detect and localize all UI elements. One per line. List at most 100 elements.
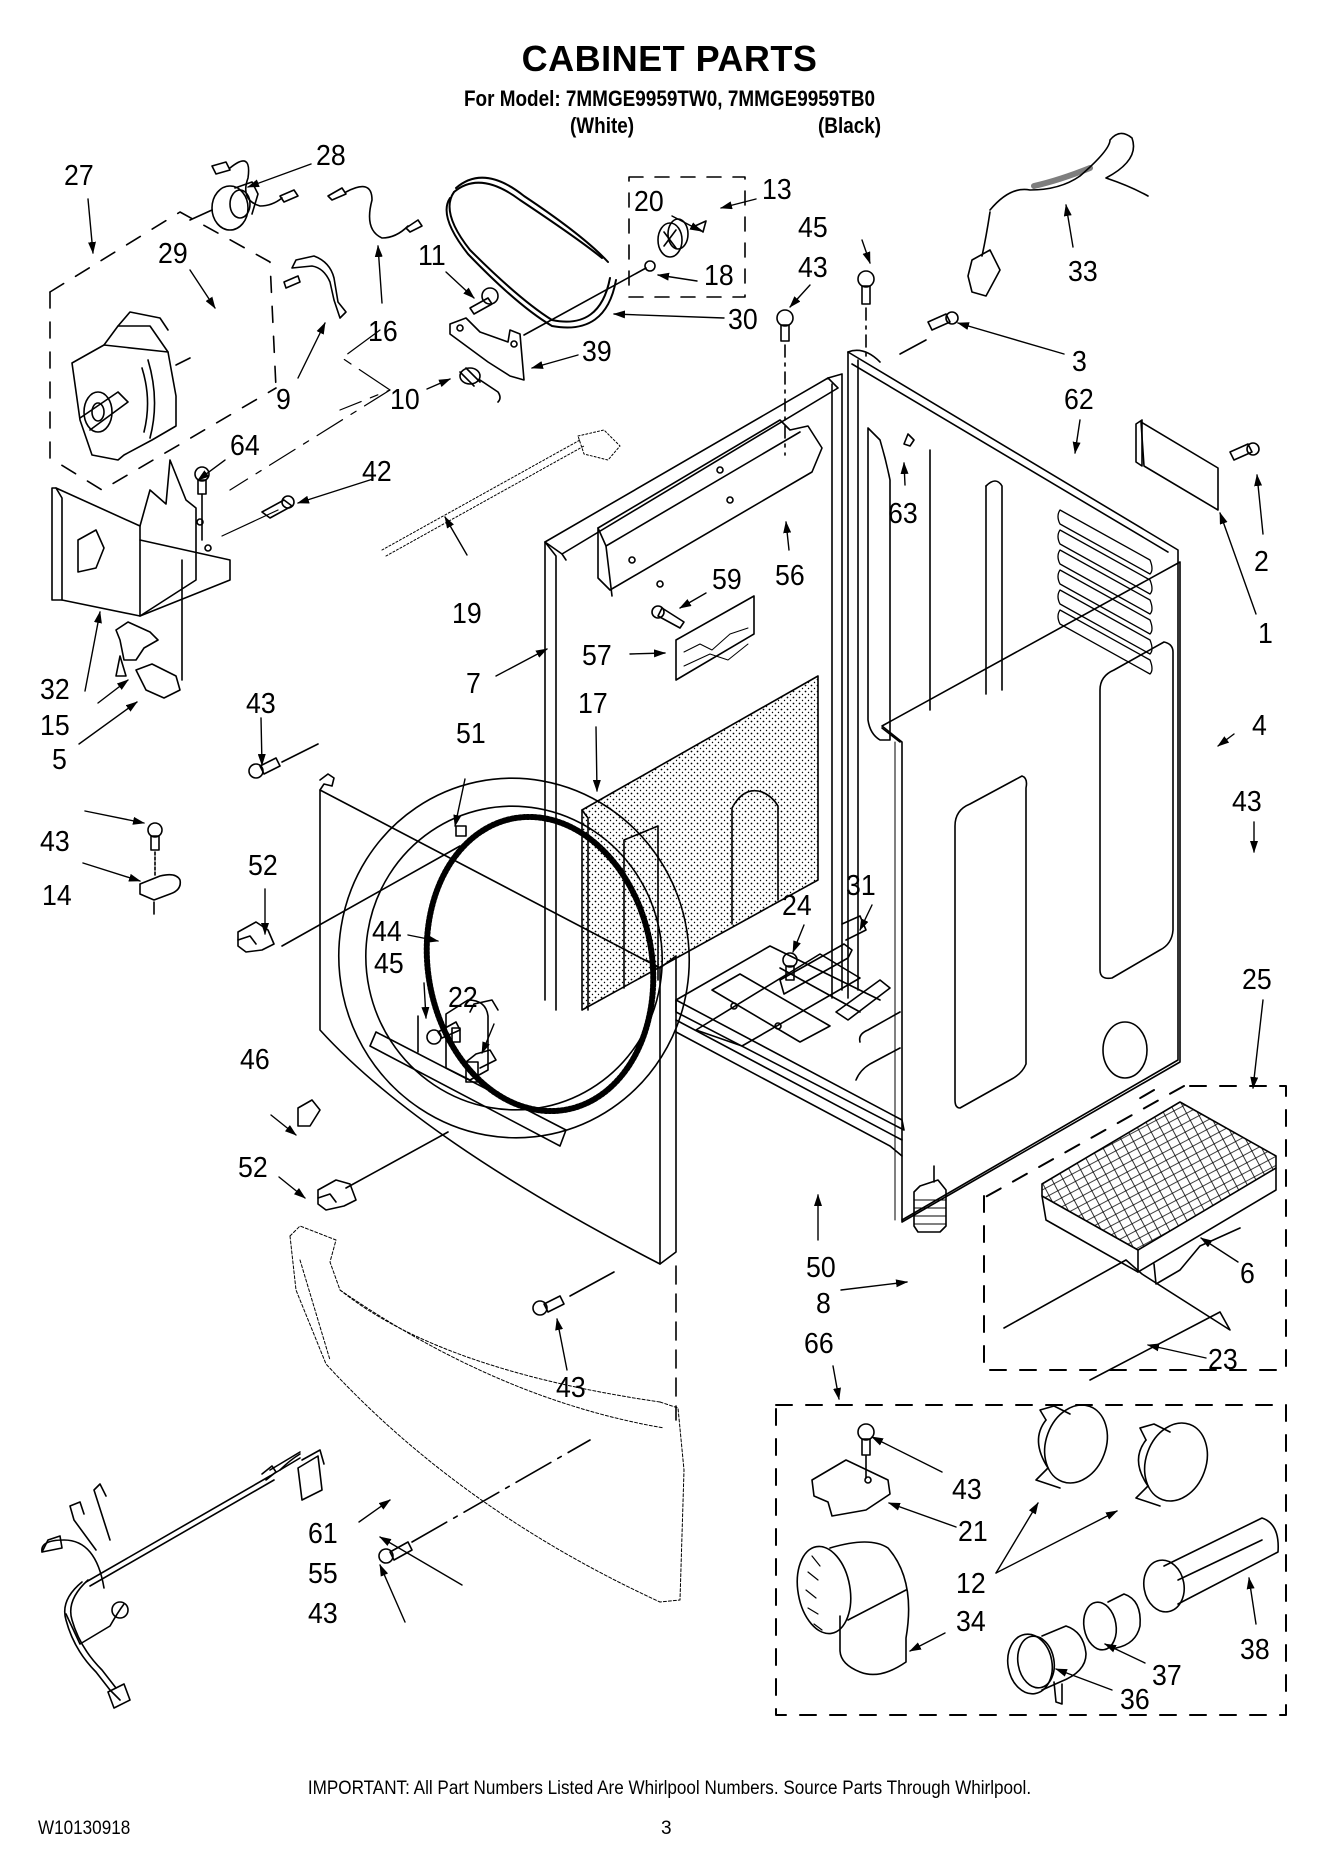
- vent-kit-dashed-box: [776, 1405, 1286, 1715]
- cover-plate-21: [812, 1460, 890, 1516]
- callout-17: 17: [578, 688, 608, 720]
- label-57: [676, 596, 754, 680]
- screw-45-front: [418, 1016, 460, 1052]
- callout-45-front: 45: [374, 948, 404, 980]
- idler-screw-42: [262, 496, 294, 518]
- callout-43-c: 43: [40, 826, 70, 858]
- callout-36: 36: [1120, 1684, 1150, 1716]
- leveling-leg-8: [914, 1166, 946, 1232]
- vent-clamp-36: [1003, 1626, 1086, 1704]
- callout-2: 2: [1254, 546, 1269, 578]
- wire-harness-55: [42, 1450, 324, 1708]
- callout-10: 10: [390, 384, 420, 416]
- cabinet-side-panel: [882, 562, 1180, 1222]
- switch-15: [116, 622, 158, 676]
- callout-39: 39: [582, 336, 612, 368]
- callout-56: 56: [775, 560, 805, 592]
- callout-8: 8: [816, 1288, 831, 1320]
- callout-57: 57: [582, 640, 612, 672]
- elbow-34: [791, 1542, 909, 1674]
- callout-43-b: 43: [1232, 786, 1262, 818]
- callout-4: 4: [1252, 710, 1267, 742]
- callout-51: 51: [456, 718, 486, 750]
- variant-white-label: (White): [570, 113, 635, 138]
- callout-52-top: 52: [248, 850, 278, 882]
- heat-shield-17: [582, 676, 818, 1010]
- drive-belt: [447, 178, 616, 328]
- callout-27: 27: [64, 160, 94, 192]
- callout-14: 14: [42, 880, 72, 912]
- callout-13: 13: [762, 174, 792, 206]
- callout-32: 32: [40, 674, 70, 706]
- callout-arrows: [79, 164, 1263, 1690]
- idler-bracket: [450, 318, 524, 380]
- document-number: W10130918: [38, 1818, 131, 1839]
- callout-1: 1: [1258, 618, 1273, 650]
- callout-34: 34: [956, 1606, 986, 1638]
- callout-18: 18: [704, 260, 734, 292]
- screw-43-lower-mid: [533, 1272, 614, 1315]
- model-numbers: For Model: 7MMGE9959TW0, 7MMGE9959TB0: [463, 86, 876, 111]
- callout-52-bottom: 52: [238, 1152, 268, 1184]
- variant-black-label: (Black): [818, 113, 882, 138]
- leader-lines-motor: [222, 330, 390, 536]
- callout-33: 33: [1068, 256, 1098, 288]
- callout-21: 21: [958, 1516, 988, 1548]
- rear-vents: [1058, 510, 1152, 674]
- cabinet-left-panel: [545, 374, 842, 1010]
- callout-28: 28: [316, 140, 346, 172]
- callout-5: 5: [52, 744, 67, 776]
- callout-6: 6: [1240, 1258, 1255, 1290]
- idler-screw-11: [470, 288, 498, 314]
- screw-45-top: [858, 271, 874, 360]
- callout-50: 50: [806, 1252, 836, 1284]
- filter-rod-23: [1004, 1260, 1230, 1380]
- lint-filter-6: [1042, 1102, 1276, 1284]
- callout-11: 11: [418, 240, 446, 272]
- callout-37: 37: [1152, 1660, 1182, 1692]
- callout-15: 15: [40, 710, 70, 742]
- clamp-14: [140, 823, 180, 914]
- important-note: IMPORTANT: All Part Numbers Listed Are W…: [307, 1778, 1032, 1799]
- wire-harness-16: [328, 187, 422, 238]
- callout-45-top: 45: [798, 212, 828, 244]
- callout-12: 12: [956, 1568, 986, 1600]
- callout-19: 19: [452, 598, 482, 630]
- callout-23: 23: [1208, 1344, 1238, 1376]
- callout-43-vent: 43: [952, 1474, 982, 1506]
- callout-63: 63: [888, 498, 918, 530]
- callout-42: 42: [362, 456, 392, 488]
- idler-pulley: [524, 219, 706, 335]
- callout-43-lower: 43: [308, 1598, 338, 1630]
- callout-7: 7: [466, 668, 481, 700]
- access-cover-1: [1136, 420, 1218, 510]
- callout-43-top: 43: [798, 252, 828, 284]
- page-title: CABINET PARTS: [521, 38, 818, 79]
- screw-24: [783, 953, 797, 980]
- callout-22: 22: [448, 982, 478, 1014]
- switch-5: [136, 560, 182, 698]
- callout-64: 64: [230, 430, 260, 462]
- motor-pulley: [190, 182, 258, 230]
- callout-9: 9: [276, 384, 291, 416]
- idler-pulley-kit-box: [629, 177, 745, 297]
- screw-2: [1230, 443, 1259, 460]
- page-number: 3: [661, 1818, 672, 1839]
- top-brace-56: [598, 420, 822, 596]
- front-panel-51: [305, 746, 722, 1264]
- callout-25: 25: [1242, 964, 1272, 996]
- wire-harness-28: [212, 161, 298, 206]
- door-strike-22: [466, 1050, 496, 1082]
- callout-38: 38: [1240, 1634, 1270, 1666]
- callout-3: 3: [1072, 346, 1087, 378]
- motor-clamp: [284, 256, 346, 318]
- vent-pipe-38: [1140, 1518, 1278, 1615]
- callout-59: 59: [712, 564, 742, 596]
- lower-panel-61: [290, 1226, 684, 1602]
- callout-29: 29: [158, 238, 188, 270]
- screw-59: [652, 606, 684, 628]
- callout-44: 44: [372, 916, 402, 948]
- callout-43-a: 43: [246, 688, 276, 720]
- cabinet-rear-panel: [848, 350, 1178, 1220]
